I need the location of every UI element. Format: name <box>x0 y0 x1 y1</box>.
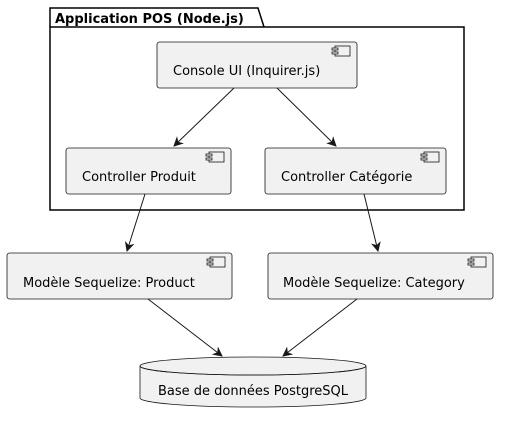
component-model-product: Modèle Sequelize: Product <box>6 252 233 300</box>
model-product-box <box>6 252 233 300</box>
database-body <box>139 366 367 408</box>
arrow-console-to-produit <box>173 87 235 147</box>
package-frame <box>49 26 465 211</box>
arrow-produit-to-product <box>124 193 146 252</box>
component-controller-produit: Controller Produit <box>65 147 232 195</box>
arrow-category-to-db <box>282 298 358 357</box>
package-title: Application POS (Node.js) <box>55 12 244 27</box>
component-model-category: Modèle Sequelize: Category <box>267 252 494 300</box>
controller-categorie-box <box>264 147 447 195</box>
console-ui-label: Console UI (Inquirer.js) <box>173 64 320 79</box>
component-icon <box>205 151 225 163</box>
component-icon <box>206 256 226 268</box>
arrow-product-to-db <box>147 298 223 357</box>
dependency-arrows <box>124 87 381 357</box>
controller-categorie-label: Controller Catégorie <box>281 170 412 185</box>
component-icon <box>331 45 351 57</box>
component-icon <box>467 256 487 268</box>
controller-produit-label: Controller Produit <box>82 170 196 185</box>
model-product-label: Modèle Sequelize: Product <box>23 276 195 291</box>
controller-produit-box <box>65 147 232 195</box>
package-application-pos: Application POS (Node.js) <box>49 7 465 211</box>
component-controller-categorie: Controller Catégorie <box>264 147 447 195</box>
arrow-console-to-categorie <box>276 87 337 147</box>
package-tab <box>49 7 265 28</box>
model-category-box <box>267 252 494 300</box>
component-console-ui: Console UI (Inquirer.js) <box>156 41 358 89</box>
component-icon <box>420 151 440 163</box>
database-label: Base de données PostgreSQL <box>158 384 349 399</box>
console-ui-box <box>156 41 358 89</box>
database-postgresql: Base de données PostgreSQL <box>139 356 367 408</box>
arrow-categorie-to-category <box>363 193 381 252</box>
model-category-label: Modèle Sequelize: Category <box>283 276 465 291</box>
